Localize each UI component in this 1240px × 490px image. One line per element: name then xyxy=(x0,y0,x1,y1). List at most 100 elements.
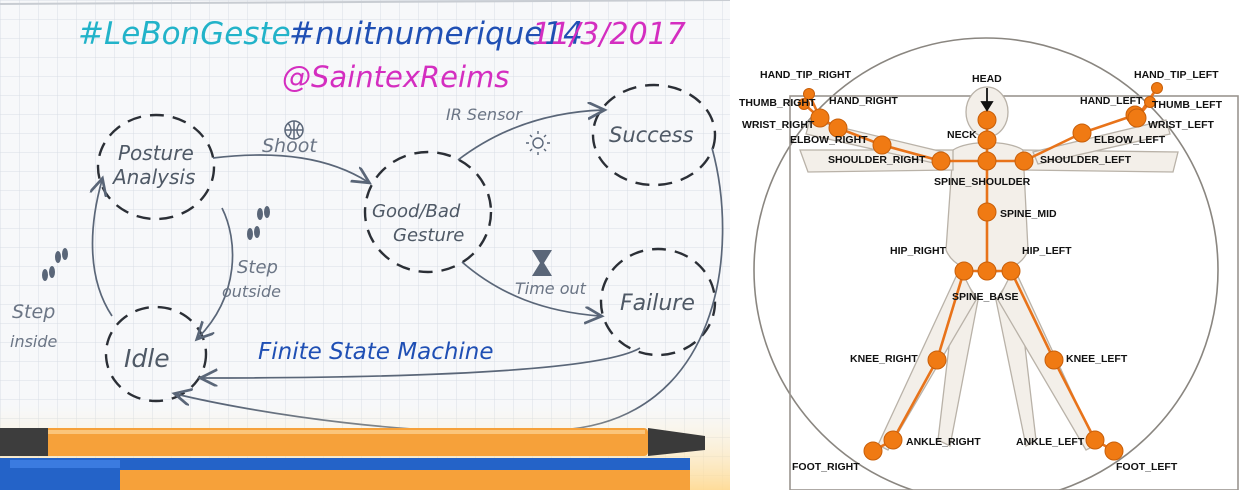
arrow-step-inside xyxy=(93,180,113,317)
label-head: HEAD xyxy=(972,73,1002,85)
label-elbow-right: ELBOW_RIGHT xyxy=(790,134,868,146)
label-thumb-left: THUMB_LEFT xyxy=(1152,99,1223,111)
state-analysis-label: Analysis xyxy=(111,165,195,189)
joint-neck xyxy=(977,130,997,150)
label-spine-mid: SPINE_MID xyxy=(1000,208,1057,220)
state-gesture-label: Gesture xyxy=(393,225,464,246)
paper-edge xyxy=(0,0,730,5)
label-wrist-left: WRIST_LEFT xyxy=(1148,119,1214,131)
bone-shoulder-right-to-elbow-right xyxy=(881,143,942,163)
label-hand-left: HAND_LEFT xyxy=(1080,95,1143,107)
label-shoulder-left: SHOULDER_LEFT xyxy=(1040,154,1132,166)
joint-hand-right xyxy=(810,108,830,128)
bone-shoulder-left-to-elbow-left xyxy=(1023,131,1083,163)
joint-ankle-right xyxy=(883,430,903,450)
joint-spine-mid xyxy=(977,202,997,222)
label-ankle-left: ANKLE_LEFT xyxy=(1016,436,1085,448)
vitruvian-square xyxy=(789,95,1239,490)
joint-hand-tip-left xyxy=(1151,82,1163,94)
state-posture-label: Posture xyxy=(118,141,194,165)
basketball-icon xyxy=(284,120,304,140)
joint-thumb-right xyxy=(798,98,810,110)
bone-knee-right-to-ankle-right xyxy=(891,359,939,441)
label-spine-base: SPINE_BASE xyxy=(952,291,1019,303)
skeleton-joints xyxy=(798,82,1163,461)
state-idle-circle xyxy=(104,305,208,403)
transition-shoot-label: Shoot xyxy=(262,135,318,157)
transition-timeout-label: Time out xyxy=(515,279,587,298)
twitter-handle: @SaintexReims xyxy=(282,60,509,94)
joint-shoulder-right xyxy=(931,151,951,171)
state-goodbad-circle xyxy=(363,150,493,274)
label-hip-right: HIP_RIGHT xyxy=(890,245,947,257)
marker-orange xyxy=(0,428,705,456)
label-spine-shoulder: SPINE_SHOULDER xyxy=(934,176,1031,188)
joint-hip-right xyxy=(954,261,974,281)
joint-hand-left xyxy=(1127,108,1147,128)
joint-hand-tip-right xyxy=(803,88,815,100)
marker-blue xyxy=(0,458,690,490)
joint-head xyxy=(977,110,997,130)
joint-foot-left xyxy=(1104,441,1124,461)
state-goodbad-label: Good/Bad xyxy=(372,201,461,222)
state-posture-circle xyxy=(96,113,216,221)
skeleton-joint-map: HAND_TIP_RIGHT HAND_TIP_LEFT HEAD THUMB_… xyxy=(738,0,1240,490)
state-machine-sketch: #LeBonGeste #nuitnumerique14 11/3/2017 @… xyxy=(0,0,730,490)
state-failure-label: Failure xyxy=(620,291,695,316)
label-hip-left: HIP_LEFT xyxy=(1022,245,1072,257)
label-neck: NECK xyxy=(947,129,977,141)
bone-knee-left-to-ankle-left xyxy=(1052,359,1097,441)
label-hand-tip-right: HAND_TIP_RIGHT xyxy=(760,69,852,81)
joint-hip-left xyxy=(1001,261,1021,281)
label-hand-tip-left: HAND_TIP_LEFT xyxy=(1134,69,1219,81)
label-elbow-left: ELBOW_LEFT xyxy=(1094,134,1166,146)
label-thumb-right: THUMB_RIGHT xyxy=(739,97,816,109)
label-ankle-right: ANKLE_RIGHT xyxy=(906,436,981,448)
state-success-label: Success xyxy=(609,123,694,147)
label-hand-right: HAND_RIGHT xyxy=(829,95,898,107)
joint-thumb-left xyxy=(1144,96,1156,108)
arrow-step-outside xyxy=(198,207,234,338)
transition-step-inside-label-1: Step xyxy=(12,301,55,323)
label-knee-left: KNEE_LEFT xyxy=(1066,353,1128,365)
sun-icon xyxy=(526,131,550,155)
arrow-ir-sensor xyxy=(457,110,603,161)
joint-wrist-right xyxy=(828,118,848,138)
skeleton-canvas: HAND_TIP_RIGHT HAND_TIP_LEFT HEAD THUMB_… xyxy=(739,37,1239,490)
state-failure-circle xyxy=(599,247,717,357)
joint-foot-right xyxy=(863,441,883,461)
hashtag-lebongeste: #LeBonGeste xyxy=(78,16,291,52)
joint-knee-right xyxy=(927,350,947,370)
transition-step-outside-label-2: outside xyxy=(222,282,281,301)
joint-shoulder-left xyxy=(1014,151,1034,171)
footprints-icon xyxy=(42,206,270,281)
sketch-canvas: #LeBonGeste #nuitnumerique14 11/3/2017 @… xyxy=(0,0,730,490)
label-foot-left: FOOT_LEFT xyxy=(1116,461,1178,473)
arrow-failure-to-idle xyxy=(202,347,641,378)
bone-hip-right-to-knee-right xyxy=(935,270,966,361)
caption-finite-state-machine: Finite State Machine xyxy=(258,339,494,365)
label-knee-right: KNEE_RIGHT xyxy=(850,353,918,365)
joint-spine-base xyxy=(977,261,997,281)
hashtag-nuitnumerique: #nuitnumerique14 xyxy=(289,16,583,52)
transition-step-inside-label-2: inside xyxy=(10,332,58,351)
label-shoulder-right: SHOULDER_RIGHT xyxy=(828,154,926,166)
head-pointer-arrowhead xyxy=(980,101,994,112)
joint-knee-left xyxy=(1044,350,1064,370)
joint-elbow-right xyxy=(872,135,892,155)
vitruvian-circle xyxy=(753,37,1219,490)
state-success-circle xyxy=(591,83,717,187)
transition-ir-sensor-label: IR Sensor xyxy=(446,105,523,124)
transition-step-outside-label-1: Step xyxy=(237,257,278,278)
hourglass-icon xyxy=(532,250,552,276)
joint-spine-shoulder xyxy=(977,151,997,171)
date: 11/3/2017 xyxy=(532,17,686,52)
state-idle-label: Idle xyxy=(124,344,170,373)
label-wrist-right: WRIST_RIGHT xyxy=(742,119,815,131)
joint-elbow-left xyxy=(1072,123,1092,143)
joint-ankle-left xyxy=(1085,430,1105,450)
arrow-timeout xyxy=(461,261,600,316)
arrow-shoot xyxy=(212,154,368,182)
bone-hip-left-to-knee-left xyxy=(1009,270,1056,361)
label-foot-right: FOOT_RIGHT xyxy=(792,461,860,473)
